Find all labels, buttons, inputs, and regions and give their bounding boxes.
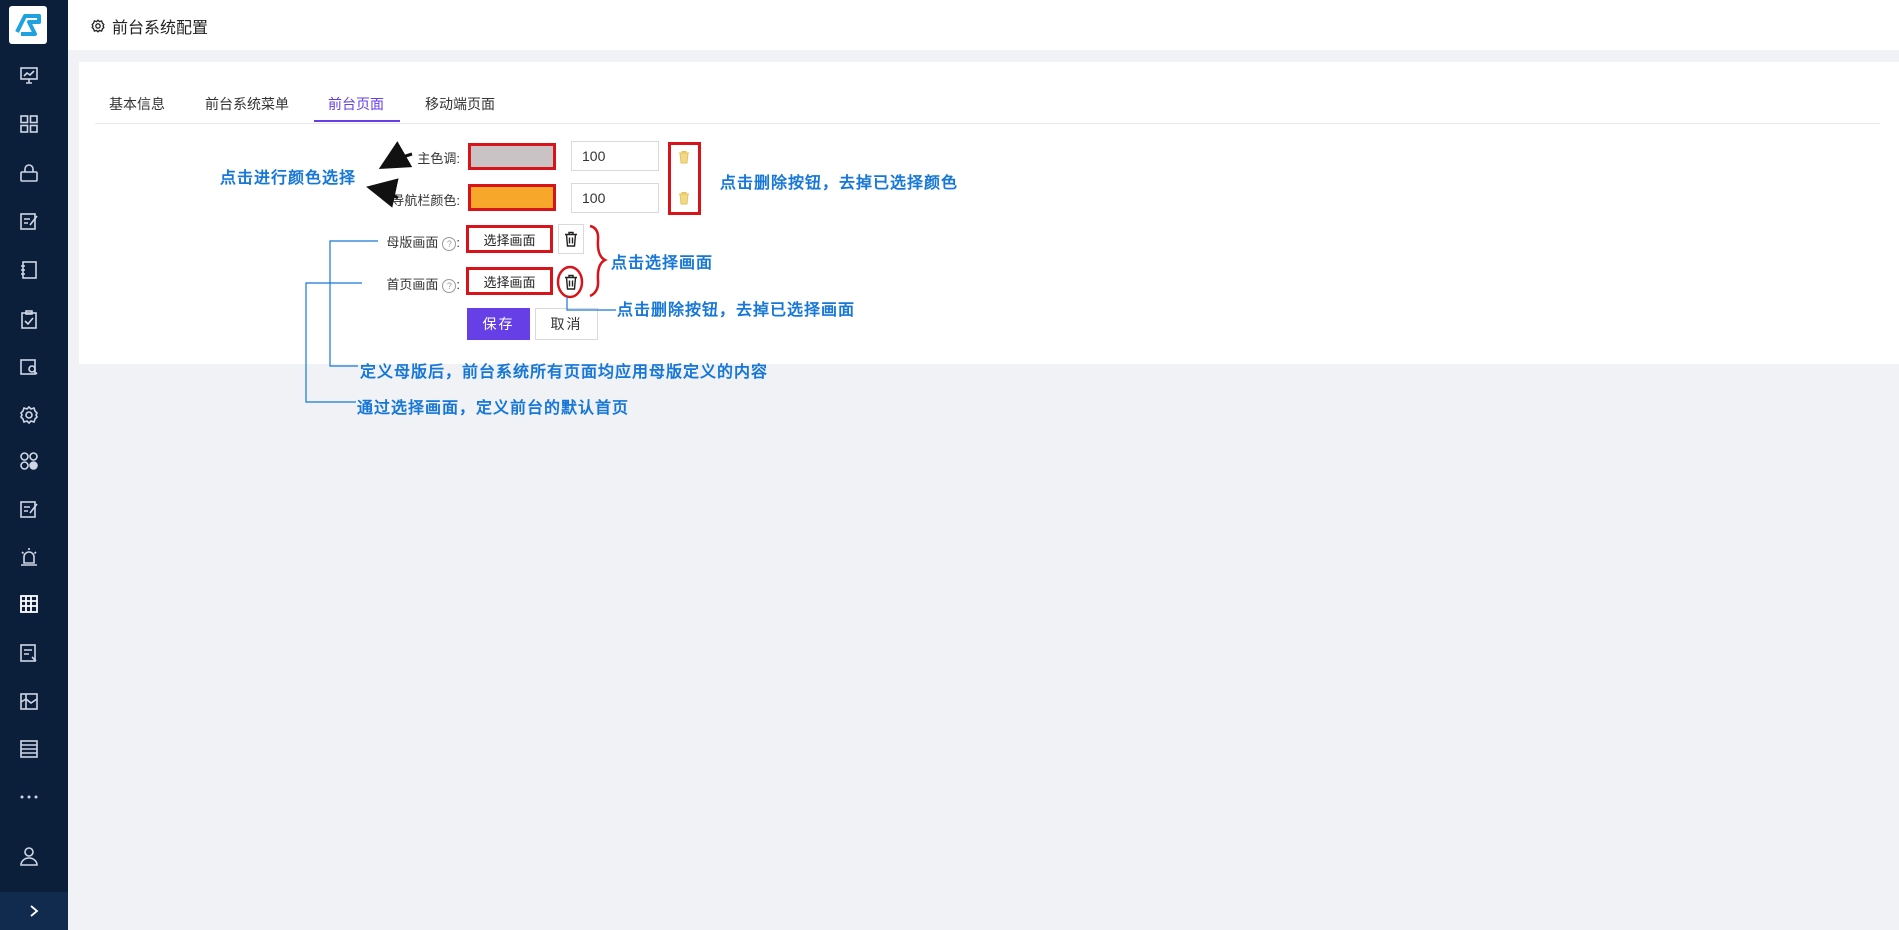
document-edit-icon[interactable] [16,496,42,522]
user-icon[interactable] [16,843,42,869]
edit-form-icon[interactable] [16,208,42,234]
annotation-delete-color: 点击删除按钮，去掉已选择颜色 [720,175,959,192]
settings-icon [91,19,105,33]
settings-icon[interactable] [16,402,42,428]
master-page-label-text: 母版画面 [386,235,439,250]
home-page-select-button[interactable]: 选择画面 [466,267,553,295]
main-color-delete-icon[interactable] [677,150,691,164]
nav-color-opacity-input[interactable] [571,183,659,213]
modules-icon[interactable] [16,448,42,474]
app-logo[interactable] [9,6,47,44]
logo-icon [15,14,41,36]
home-page-label-text: 首页画面 [386,277,439,292]
content-card [79,62,1899,364]
nav-color-label: 导航栏颜色: [391,193,460,208]
help-icon[interactable]: ? [442,278,457,293]
delete-color-highlight [668,142,701,215]
nav-color-picker[interactable] [468,184,556,211]
trash-icon [565,274,577,290]
master-page-delete-button[interactable] [558,224,584,254]
tab-frontend-pages[interactable]: 前台页面 [328,96,384,112]
cancel-button[interactable]: 取消 [535,308,598,340]
top-bar [68,0,1899,50]
save-button[interactable]: 保存 [467,308,530,340]
more-icon[interactable] [16,784,42,810]
master-page-label: 母版画面?: [386,235,460,251]
report-icon[interactable] [16,640,42,666]
annotation-master-desc: 定义母版后，前台系统所有页面均应用母版定义的内容 [360,364,769,381]
tab-bar: 基本信息 前台系统菜单 前台页面 移动端页面 [95,88,1880,124]
home-page-label: 首页画面?: [386,277,460,293]
alarm-icon[interactable] [16,544,42,570]
dashboard-icon[interactable] [16,62,42,88]
home-page-delete-button[interactable] [558,267,584,297]
annotation-delete-page: 点击删除按钮，去掉已选择画面 [617,302,856,319]
sidebar [0,0,68,930]
annotation-select-page: 点击选择画面 [611,255,714,272]
page-title-text: 前台系统配置 [112,20,209,37]
trash-icon [565,231,577,247]
tab-frontend-menu[interactable]: 前台系统菜单 [205,96,289,112]
active-tab-indicator [314,120,400,122]
expand-sidebar-button[interactable] [0,892,68,930]
master-page-select-button[interactable]: 选择画面 [466,225,553,253]
map-icon[interactable] [16,688,42,714]
annotation-color-select: 点击进行颜色选择 [220,170,357,187]
tab-mobile-pages[interactable]: 移动端页面 [425,96,495,112]
image-search-icon[interactable] [16,354,42,380]
help-icon[interactable]: ? [442,236,457,251]
nav-color-delete-icon[interactable] [677,191,691,205]
main-color-opacity-input[interactable] [571,141,659,171]
notebook-icon[interactable] [16,257,42,283]
lock-icon[interactable] [16,160,42,186]
page-title: 前台系统配置 [90,14,208,38]
main-color-picker[interactable] [468,143,556,170]
tab-basic-info[interactable]: 基本信息 [109,96,165,112]
apps-grid-icon[interactable] [16,111,42,137]
main-color-label: 主色调: [417,151,460,166]
list-icon[interactable] [16,736,42,762]
chevron-right-icon [30,905,39,917]
clipboard-check-icon[interactable] [16,306,42,332]
table-icon[interactable] [16,591,42,617]
annotation-home-desc: 通过选择画面，定义前台的默认首页 [357,400,630,417]
